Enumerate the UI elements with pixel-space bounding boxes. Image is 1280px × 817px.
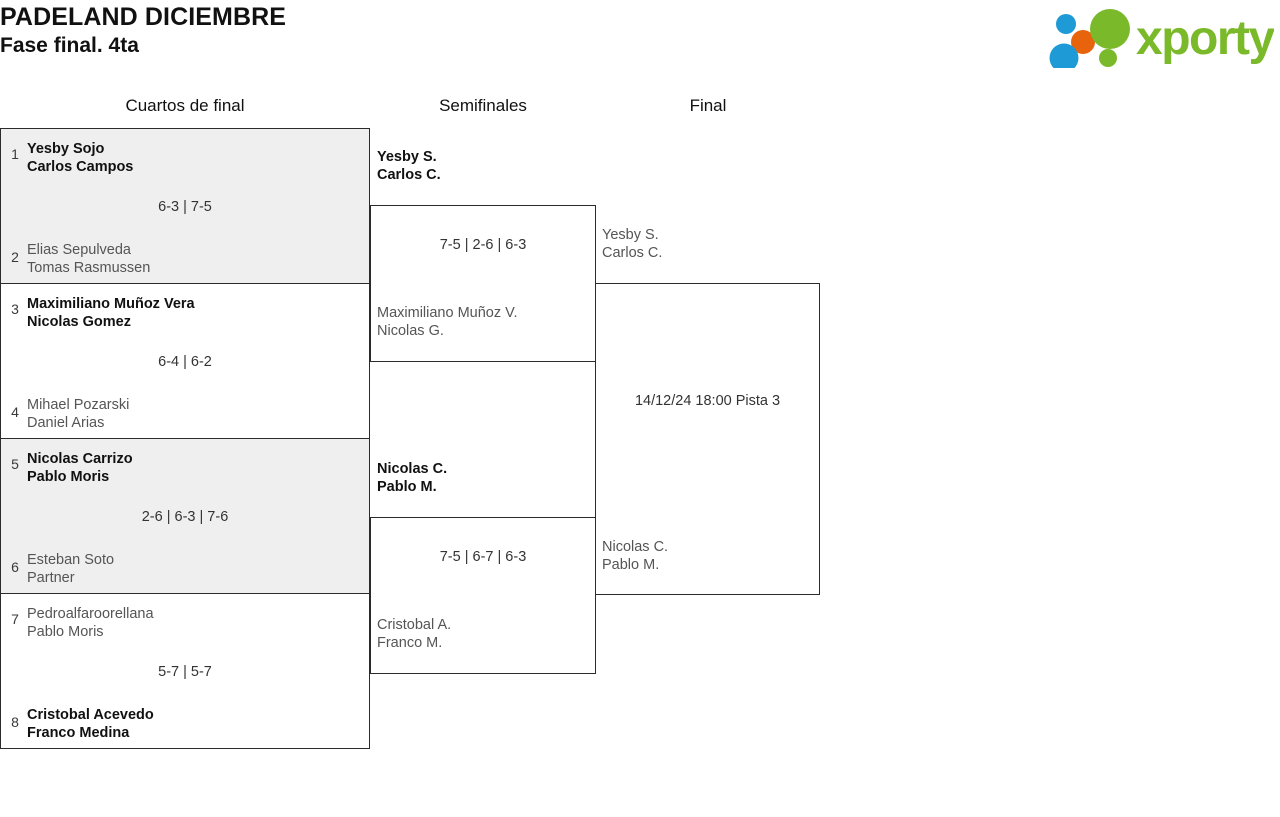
player-name: Nicolas G.: [377, 323, 444, 339]
round-header-semifinals: Semifinales: [439, 96, 527, 115]
sf2-team-top[interactable]: Nicolas C. Pablo M.: [377, 460, 447, 496]
player-name: Pedroalfaroorellana: [27, 606, 154, 622]
seed-number: 3: [11, 301, 19, 317]
player-name: Nicolas C.: [602, 539, 669, 555]
match-score: 7-5 | 2-6 | 6-3: [439, 237, 527, 253]
player-name: Yesby S.: [602, 227, 659, 243]
round-header-final: Final: [689, 96, 727, 115]
page-subtitle: Fase final. 4ta: [0, 34, 139, 57]
player-name: Franco M.: [377, 635, 443, 651]
match-qf2[interactable]: 3 Maximiliano Muñoz Vera Nicolas Gomez 6…: [0, 283, 370, 439]
seed-number: 2: [11, 249, 19, 265]
seed-number: 6: [11, 559, 19, 575]
seed-number: 1: [11, 146, 19, 162]
team-top[interactable]: Nicolas Carrizo Pablo Moris: [27, 450, 361, 486]
sf1-team-top[interactable]: Yesby S. Carlos C.: [377, 148, 441, 184]
match-score: 2-6 | 6-3 | 7-6: [141, 509, 229, 525]
team-bottom[interactable]: Elias Sepulveda Tomas Rasmussen: [27, 241, 361, 277]
player-name: Esteban Soto: [27, 552, 115, 568]
player-name: Daniel Arias: [27, 415, 105, 431]
player-name: Yesby Sojo: [27, 141, 105, 157]
player-name: Partner: [27, 570, 75, 586]
player-name: Carlos Campos: [27, 159, 134, 175]
page-header: PADELAND DICIEMBRE Fase final. 4ta xport…: [0, 0, 1280, 76]
player-name: Cristobal Acevedo: [27, 707, 154, 723]
player-name: Maximiliano Muñoz V.: [377, 305, 518, 321]
player-name: Pablo M.: [602, 557, 660, 573]
match-schedule: 14/12/24 18:00 Pista 3: [634, 393, 781, 409]
match-final[interactable]: 14/12/24 18:00 Pista 3: [595, 283, 820, 595]
seed-number: 4: [11, 404, 19, 420]
team-bottom[interactable]: Mihael Pozarski Daniel Arias: [27, 396, 361, 432]
team-top[interactable]: Pedroalfaroorellana Pablo Moris: [27, 605, 361, 641]
team-top[interactable]: Maximiliano Muñoz Vera Nicolas Gomez: [27, 295, 361, 331]
player-name: Franco Medina: [27, 725, 130, 741]
player-name: Carlos C.: [377, 167, 441, 183]
team-bottom[interactable]: Cristobal Acevedo Franco Medina: [27, 706, 361, 742]
player-name: Tomas Rasmussen: [27, 260, 151, 276]
seed-number: 7: [11, 611, 19, 627]
final-team-bottom[interactable]: Nicolas C. Pablo M.: [602, 538, 668, 574]
final-team-top[interactable]: Yesby S. Carlos C.: [602, 226, 662, 262]
sf2-team-bottom[interactable]: Cristobal A. Franco M.: [377, 616, 451, 652]
match-qf1[interactable]: 1 Yesby Sojo Carlos Campos 6-3 | 7-5 2 E…: [0, 128, 370, 284]
match-score: 7-5 | 6-7 | 6-3: [439, 549, 527, 565]
player-name: Nicolas Gomez: [27, 314, 131, 330]
title-block: PADELAND DICIEMBRE Fase final. 4ta: [0, 2, 286, 60]
match-qf4[interactable]: 7 Pedroalfaroorellana Pablo Moris 5-7 | …: [0, 593, 370, 749]
sf1-team-bottom[interactable]: Maximiliano Muñoz V. Nicolas G.: [377, 304, 518, 340]
player-name: Pablo Moris: [27, 469, 110, 485]
player-name: Yesby S.: [377, 149, 437, 165]
team-top[interactable]: Yesby Sojo Carlos Campos: [27, 140, 361, 176]
xporty-logo-icon: xporty: [1049, 9, 1274, 68]
svg-text:xporty: xporty: [1136, 12, 1274, 65]
player-name: Pablo Moris: [27, 624, 104, 640]
team-bottom[interactable]: Esteban Soto Partner: [27, 551, 361, 587]
page-title: PADELAND DICIEMBRE: [0, 3, 287, 31]
match-qf3[interactable]: 5 Nicolas Carrizo Pablo Moris 2-6 | 6-3 …: [0, 438, 370, 594]
seed-number: 5: [11, 456, 19, 472]
match-score: 6-3 | 7-5: [158, 199, 212, 215]
player-name: Maximiliano Muñoz Vera: [27, 296, 195, 312]
seed-number: 8: [11, 714, 19, 730]
player-name: Pablo M.: [377, 479, 437, 495]
match-sf2[interactable]: 7-5 | 6-7 | 6-3: [370, 517, 596, 674]
player-name: Elias Sepulveda: [27, 242, 131, 258]
round-header-quarterfinals: Cuartos de final: [125, 96, 245, 115]
xporty-logo[interactable]: xporty: [1048, 6, 1274, 68]
match-score: 5-7 | 5-7: [158, 664, 212, 680]
player-name: Nicolas C.: [377, 461, 448, 477]
player-name: Carlos C.: [602, 245, 663, 261]
player-name: Nicolas Carrizo: [27, 451, 133, 467]
player-name: Cristobal A.: [377, 617, 452, 633]
match-score: 6-4 | 6-2: [158, 354, 212, 370]
player-name: Mihael Pozarski: [27, 397, 130, 413]
